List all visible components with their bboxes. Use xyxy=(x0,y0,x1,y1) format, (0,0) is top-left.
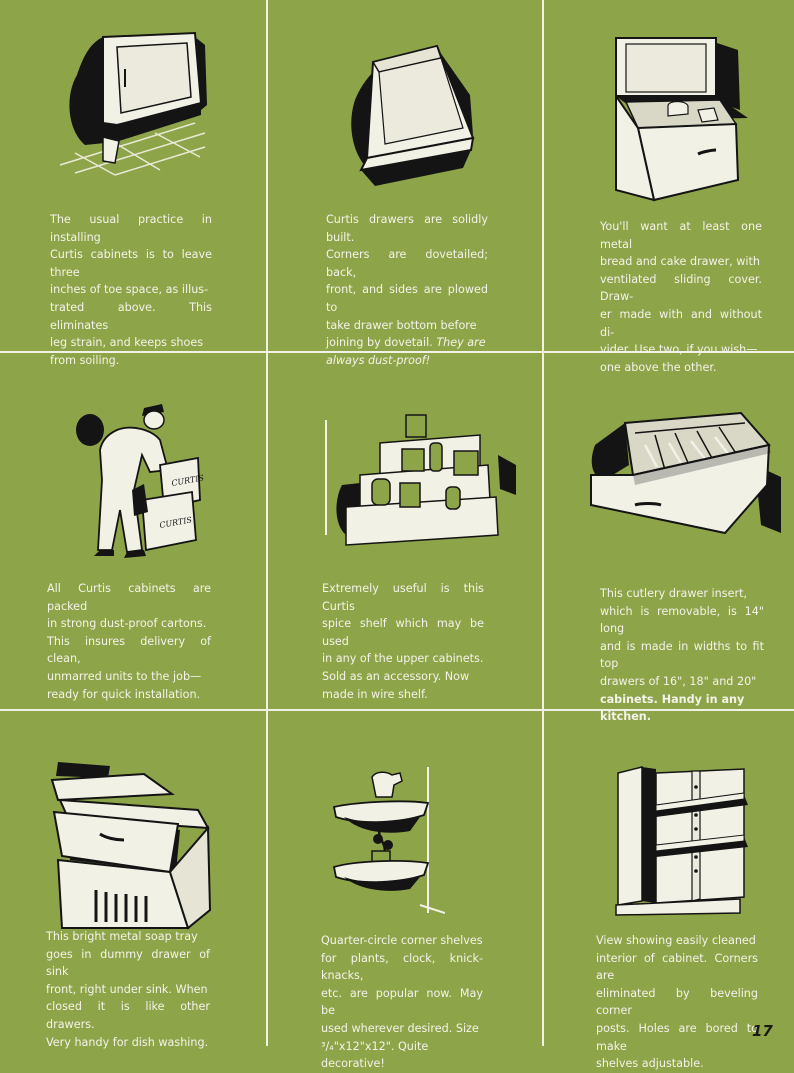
cabinet-interior-caption: View showing easily cleaned interior of … xyxy=(596,932,758,1073)
row-divider xyxy=(0,709,794,711)
corner-shelves-caption: Quarter-circle corner shelves for plants… xyxy=(321,932,483,1073)
corner-shelves-illustration xyxy=(330,765,445,915)
column-divider xyxy=(542,0,544,1046)
caption-line: You'll want at least one metal xyxy=(600,220,762,251)
caption-line: closed it is like other drawers. xyxy=(46,1000,210,1031)
caption-line: Sold as an accessory. Now xyxy=(322,669,470,683)
caption-line: eliminated by beveling corner xyxy=(596,986,758,1018)
caption-line: which is removable, is 14" long xyxy=(600,604,764,636)
caption-line: spice shelf which may be used xyxy=(322,617,484,648)
caption-line: leg strain, and keeps shoes xyxy=(50,336,204,350)
caption-line: ready for quick installation. xyxy=(47,687,201,701)
cutlery-insert-illustration xyxy=(585,405,785,550)
row-divider xyxy=(0,351,794,353)
caption-line: ventilated sliding cover. Draw- xyxy=(600,272,762,304)
dovetail-drawer-caption: Curtis drawers are solidly built. Corner… xyxy=(326,211,488,369)
caption-line: in strong dust-proof cartons. xyxy=(47,617,207,631)
bread-drawer-caption: You'll want at least one metal bread and… xyxy=(600,218,762,376)
cartons-caption: All Curtis cabinets are packed in strong… xyxy=(47,580,211,703)
caption-line: for plants, clock, knick-knacks, xyxy=(321,951,483,983)
caption-line: bread and cake drawer, with xyxy=(600,255,761,269)
caption-line: View showing easily cleaned xyxy=(596,934,756,947)
caption-line: etc. are popular now. May be xyxy=(321,986,483,1018)
dovetail-drawer-illustration xyxy=(345,40,480,190)
caption-line: and is made in widths to fit top xyxy=(600,639,764,671)
cutlery-insert-caption: This cutlery drawer insert, which is rem… xyxy=(600,585,764,726)
cabinet-interior-illustration xyxy=(612,765,752,925)
caption-line: cabinets. Handy in any kitchen. xyxy=(600,692,745,724)
caption-line: front, and sides are plowed to xyxy=(326,283,488,314)
caption-line: Extremely useful is this Curtis xyxy=(322,582,484,613)
caption-line: posts. Holes are bored to make xyxy=(596,1021,758,1053)
column-divider xyxy=(266,0,268,1046)
caption-line: drawers of 16", 18" and 20" xyxy=(600,674,757,688)
caption-line: unmarred units to the job— xyxy=(47,669,202,683)
caption-line: This cutlery drawer insert, xyxy=(600,587,748,600)
caption-line: This insures delivery of clean, xyxy=(47,634,211,666)
soap-tray-caption: This bright metal soap tray goes in dumm… xyxy=(46,928,210,1051)
caption-line: Corners are dovetailed; back, xyxy=(326,248,488,279)
caption-line: made in wire shelf. xyxy=(322,687,428,701)
caption-line: one above the other. xyxy=(600,360,717,374)
caption-line: front, right under sink. When xyxy=(46,982,208,996)
toe-space-illustration xyxy=(55,25,215,180)
spice-shelf-caption: Extremely useful is this Curtis spice sh… xyxy=(322,580,484,703)
caption-line: from soiling. xyxy=(50,353,120,367)
bread-drawer-illustration xyxy=(608,30,748,205)
caption-line: Very handy for dish washing. xyxy=(46,1035,209,1049)
page-number: 17 xyxy=(752,1022,773,1040)
caption-line: inches of toe space, as illus- xyxy=(50,283,209,297)
caption-line: The usual practice in installing xyxy=(50,213,212,244)
caption-line: always dust-proof! xyxy=(326,353,431,367)
caption-line: in any of the upper cabinets. xyxy=(322,652,484,666)
spice-shelf-illustration xyxy=(320,405,520,550)
caption-line: joining by dovetail. They are xyxy=(326,336,486,350)
caption-line: shelves adjustable. xyxy=(596,1057,704,1071)
caption-line: All Curtis cabinets are packed xyxy=(47,582,211,613)
caption-line: interior of cabinet. Corners are xyxy=(596,951,758,983)
caption-line: used wherever desired. Size xyxy=(321,1021,479,1035)
cartons-illustration: CURTIS CURTIS xyxy=(72,400,207,565)
toe-space-caption: The usual practice in installing Curtis … xyxy=(50,211,212,369)
soap-tray-illustration xyxy=(48,760,213,930)
caption-line: ³/₄"x12"x12". Quite decorative! xyxy=(321,1039,429,1071)
caption-line: goes in dummy drawer of sink xyxy=(46,947,210,979)
caption-line: This bright metal soap tray xyxy=(46,930,198,943)
caption-line: take drawer bottom before xyxy=(326,318,477,332)
caption-line: Curtis cabinets is to leave three xyxy=(50,248,212,279)
caption-line: Curtis drawers are solidly built. xyxy=(326,213,488,244)
caption-line: trated above. This eliminates xyxy=(50,300,212,332)
caption-line: Quarter-circle corner shelves xyxy=(321,934,483,947)
caption-line: er made with and without di- xyxy=(600,307,762,339)
caption-line: vider. Use two, if you wish— xyxy=(600,343,758,357)
